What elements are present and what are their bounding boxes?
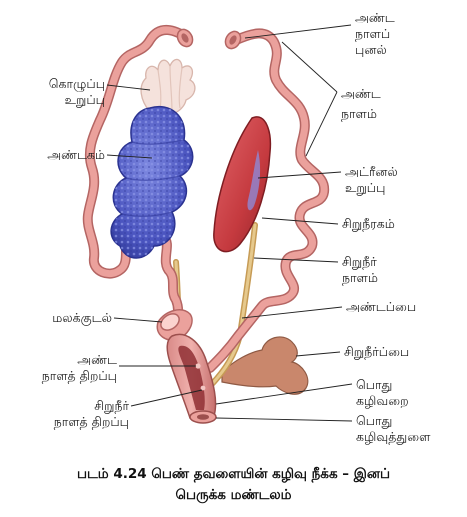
rectum	[156, 309, 193, 342]
label-line: கழிவுத்துளை	[356, 429, 431, 444]
label-line: அண்ட	[341, 86, 381, 101]
fat-body	[140, 58, 196, 117]
label-line: நாளத் திறப்பு	[41, 368, 117, 383]
ureter-opening	[200, 385, 206, 391]
label-oviduct-opening: அண்ட நாளத் திறப்பு	[42, 352, 117, 384]
label-oviduct: அண்ட நாளம்	[341, 84, 381, 124]
label-urinary-bladder: சிறுநீர்ப்பை	[344, 344, 410, 359]
urinary-bladder	[221, 336, 309, 395]
label-ureter: சிறுநீர் நாளம்	[342, 254, 378, 286]
oviduct-opening	[195, 363, 201, 369]
label-ureter-opening: சிறுநீர் நாளத் திறப்பு	[54, 398, 129, 430]
label-cloacal-aperture: பொது கழிவுத்துளை	[356, 413, 430, 445]
label-adrenal-gland: அட்ரீனல் உறுப்பு	[345, 164, 398, 196]
label-line: பொது	[356, 413, 393, 428]
label-line: நாளத் திறப்பு	[53, 414, 129, 429]
label-line: உறுப்பு	[345, 180, 386, 195]
caption-line: பெருக்க மண்டலம்	[175, 487, 292, 503]
label-ovisac: அண்டப்பை	[346, 299, 417, 314]
kidney	[213, 116, 272, 253]
label-line: உறுப்பு	[64, 92, 105, 107]
label-cloaca: பொது கழிவறை	[356, 377, 409, 409]
caption-line: படம் 4.24 பெண் தவளையின் கழிவு நீக்க – இன…	[77, 466, 390, 482]
label-line: பொது	[356, 377, 393, 392]
label-line: புனல்	[355, 42, 387, 57]
adrenal-gland	[247, 150, 261, 211]
label-line: சிறுநீர்	[342, 254, 377, 269]
diagram-illustration	[82, 24, 353, 424]
label-line: நாளம்	[342, 270, 378, 285]
label-line: அட்ரீனல்	[345, 164, 398, 179]
label-line: அண்ட	[77, 352, 117, 367]
ovary	[110, 105, 194, 259]
label-ovary: அண்டகம்	[47, 147, 105, 162]
label-kidney: சிறுநீரகம்	[342, 216, 395, 231]
leader-lines	[106, 24, 353, 422]
label-rectum: மலக்குடல்	[52, 310, 112, 325]
label-line: நாளம்	[341, 106, 377, 121]
figure-caption: படம் 4.24 பெண் தவளையின் கழிவு நீக்க – இன…	[0, 464, 467, 506]
label-line: அண்ட	[355, 10, 395, 25]
label-oviduct-funnel: அண்ட நாளப் புனல்	[355, 10, 395, 58]
cloaca	[166, 333, 217, 424]
label-line: சிறுநீர்	[94, 398, 129, 413]
label-line: நாளப்	[355, 26, 391, 41]
label-line: கொழுப்பு	[48, 76, 105, 91]
label-line: கழிவறை	[356, 393, 409, 408]
label-fat-body: கொழுப்பு உறுப்பு	[49, 76, 105, 108]
